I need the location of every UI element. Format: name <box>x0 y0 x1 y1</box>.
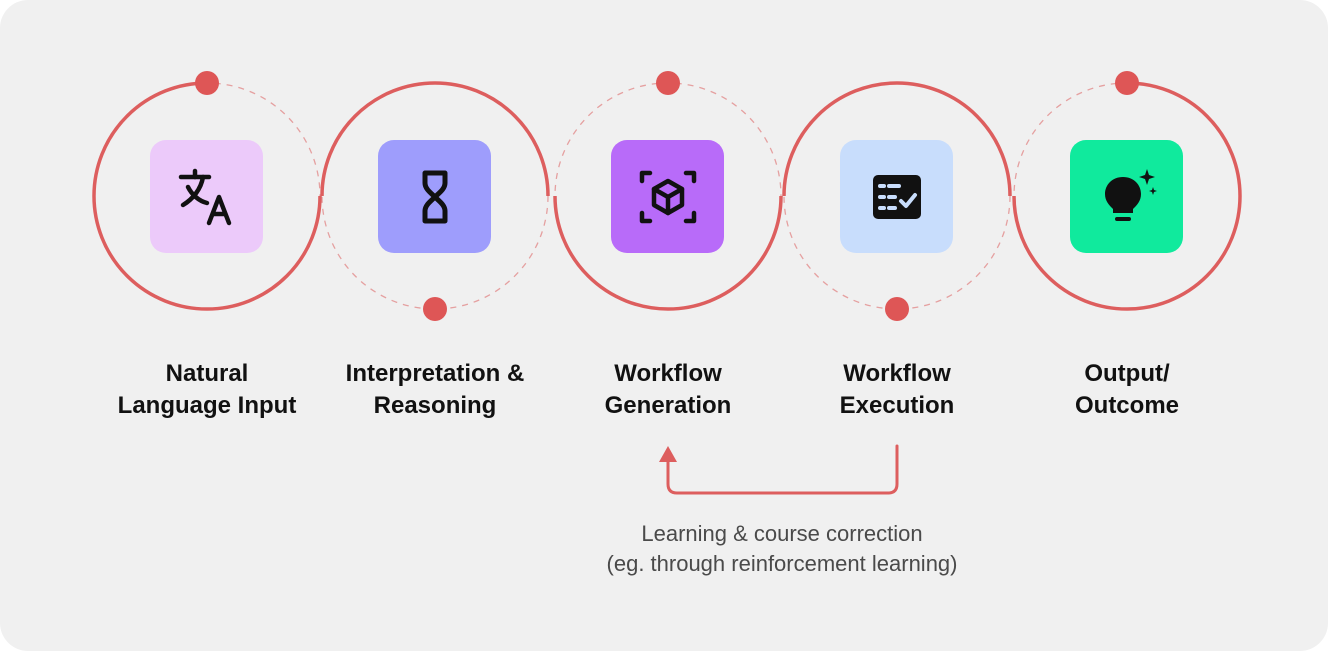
ring-stage-2 <box>320 81 550 321</box>
hourglass-icon <box>422 170 447 223</box>
feedback-arrow-icon <box>659 444 899 495</box>
stage-4-tile <box>840 140 953 253</box>
stage-5-tile <box>1070 140 1183 253</box>
ring-dot <box>1115 71 1139 95</box>
checklist-icon <box>872 174 921 219</box>
ring-dot <box>656 71 680 95</box>
ring-stage-5 <box>1012 71 1242 311</box>
stage-3-tile <box>611 140 724 253</box>
feedback-caption-line: Learning & course correction <box>641 521 923 546</box>
stage-label-line: Output/ <box>1084 360 1170 387</box>
ring-stage-1 <box>92 71 322 311</box>
stage-label-line: Workflow <box>843 360 951 387</box>
stage-1-label: Natural Language Input <box>97 358 317 422</box>
stage-2-tile <box>378 140 491 253</box>
stage-label-line: Generation <box>604 392 732 419</box>
stage-label-line: Natural <box>165 360 249 387</box>
stage-label-line: Language Input <box>117 392 297 419</box>
ring-dot <box>195 71 219 95</box>
ring-stage-3 <box>553 71 783 311</box>
stage-label-line: Interpretation & <box>345 360 525 387</box>
ring-dot <box>423 297 447 321</box>
ring-stage-4 <box>782 81 1012 321</box>
stage-1-tile <box>150 140 263 253</box>
stage-label-line: Reasoning <box>373 392 497 419</box>
stage-2-label: Interpretation & Reasoning <box>325 358 545 422</box>
translate-icon <box>178 168 231 225</box>
feedback-caption: Learning & course correction (eg. throug… <box>482 519 1082 579</box>
stage-3-label: Workflow Generation <box>558 358 778 422</box>
stage-label-line: Execution <box>839 392 955 419</box>
stage-4-label: Workflow Execution <box>787 358 1007 422</box>
stage-label-line: Outcome <box>1074 392 1179 419</box>
feedback-caption-line: (eg. through reinforcement learning) <box>606 551 958 576</box>
lightbulb-sparkle-icon <box>1104 168 1157 221</box>
stage-5-label: Output/ Outcome <box>1017 358 1237 422</box>
ring-dot <box>885 297 909 321</box>
stage-label-line: Workflow <box>614 360 722 387</box>
cube-scan-icon <box>639 170 696 223</box>
